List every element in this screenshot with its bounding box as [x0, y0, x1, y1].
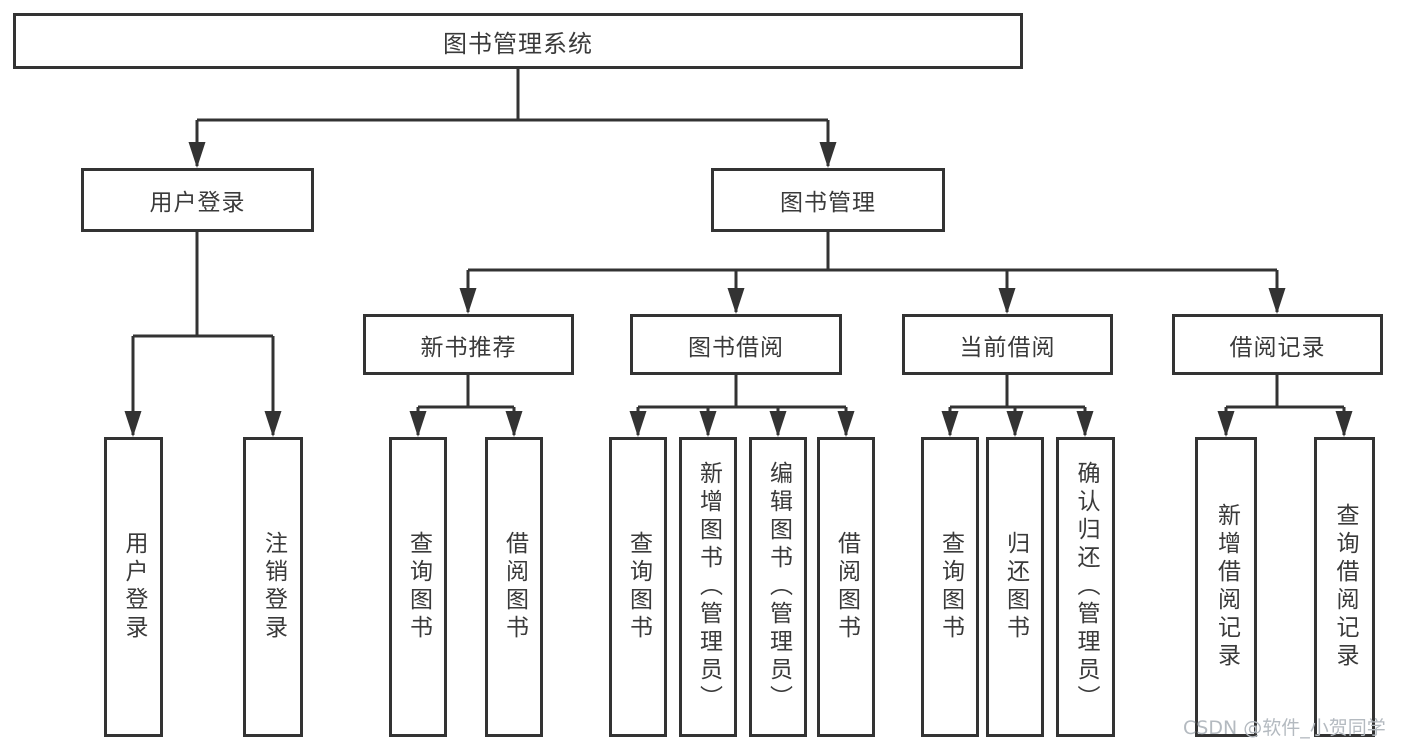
leaf-label: 借阅图书 [833, 531, 860, 643]
node-user-login: 用户登录 [81, 168, 314, 232]
leaf-label: 归还图书 [1002, 531, 1029, 643]
leaf-return-books: 归还图书 [986, 437, 1044, 737]
node-current-borrow: 当前借阅 [902, 314, 1113, 375]
leaf-query-books-3: 查询图书 [921, 437, 979, 737]
leaf-label: 新增图书（管理员） [695, 461, 722, 713]
leaf-label: 用户登录 [121, 531, 147, 643]
leaf-label: 注销登录 [260, 531, 287, 643]
node-new-book-recommend: 新书推荐 [363, 314, 574, 375]
leaf-query-books-1: 查询图书 [389, 437, 447, 737]
node-label: 图书管理系统 [443, 29, 593, 58]
leaf-confirm-return-admin: 确认归还（管理员） [1056, 437, 1115, 737]
leaf-query-books-2: 查询图书 [609, 437, 667, 737]
node-label: 用户登录 [149, 190, 246, 216]
leaf-add-borrow-record: 新增借阅记录 [1195, 437, 1257, 737]
leaf-add-book-admin: 新增图书（管理员） [679, 437, 737, 737]
node-label: 新书推荐 [420, 334, 517, 361]
node-borrow-record: 借阅记录 [1172, 314, 1383, 375]
leaf-label: 查询图书 [625, 531, 652, 643]
node-root-library-system: 图书管理系统 [13, 13, 1023, 69]
leaf-label: 确认归还（管理员） [1073, 461, 1099, 713]
node-label: 图书借阅 [688, 334, 784, 361]
node-label: 当前借阅 [959, 334, 1056, 361]
node-label: 借阅记录 [1229, 334, 1326, 361]
leaf-borrow-books-1: 借阅图书 [485, 437, 543, 737]
leaf-label: 编辑图书（管理员） [765, 461, 792, 713]
leaf-label: 查询图书 [937, 531, 964, 643]
leaf-label: 借阅图书 [501, 531, 528, 643]
leaf-borrow-books-2: 借阅图书 [817, 437, 875, 737]
leaf-logout: 注销登录 [243, 437, 303, 737]
node-book-borrow: 图书借阅 [630, 314, 842, 375]
leaf-label: 查询图书 [405, 531, 432, 643]
leaf-user-login: 用户登录 [104, 437, 163, 737]
leaf-label: 新增借阅记录 [1213, 503, 1240, 671]
leaf-query-borrow-record: 查询借阅记录 [1314, 437, 1375, 737]
leaf-edit-book-admin: 编辑图书（管理员） [749, 437, 807, 737]
node-label: 图书管理 [780, 190, 876, 216]
node-book-management: 图书管理 [711, 168, 945, 232]
csdn-watermark: CSDN @软件_小贺同学 [1183, 717, 1386, 739]
leaf-label: 查询借阅记录 [1332, 503, 1358, 671]
tree-edges [131, 68, 1346, 435]
